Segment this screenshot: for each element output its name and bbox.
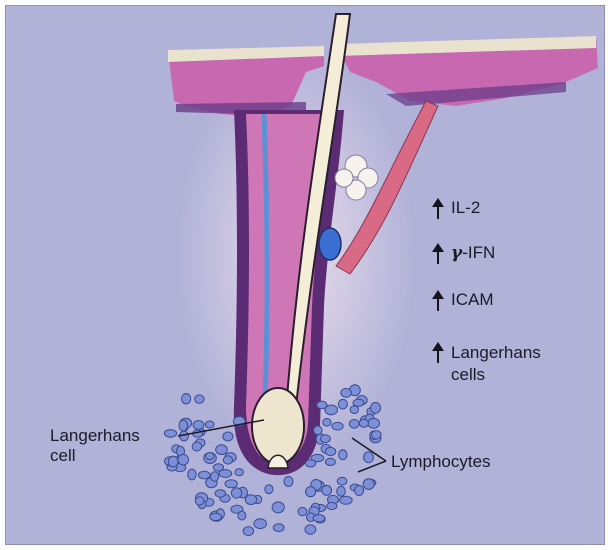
lymphocyte	[210, 513, 222, 520]
lymphocyte	[355, 486, 364, 496]
lymphocyte	[317, 401, 327, 408]
lymphocyte	[350, 406, 358, 414]
diagram-frame: IL-2 γ-IFN ICAM Langerhans cells Langerh…	[5, 5, 605, 545]
marker-label: Langerhans cells	[451, 342, 541, 386]
marker-label: γ-IFN	[451, 243, 495, 263]
lymphocyte	[188, 469, 196, 480]
langerhans-cell-label: Langerhans cell	[50, 426, 140, 466]
lymphocyte	[314, 426, 323, 435]
lymphocyte	[164, 430, 176, 438]
up-arrow-icon	[432, 342, 444, 364]
up-arrow-icon	[432, 243, 444, 265]
lymphocyte	[363, 479, 374, 490]
lymphocyte	[323, 419, 331, 427]
lymphocyte	[305, 525, 316, 534]
langerhans-cell-upper	[319, 228, 341, 260]
lymphocyte	[235, 469, 243, 476]
lymphocyte	[211, 472, 219, 481]
lymphocyte	[272, 502, 284, 513]
lymphocytes-label: Lymphocytes	[391, 452, 491, 472]
lymphocyte	[243, 527, 253, 536]
epidermis-left	[168, 46, 324, 118]
epidermis-right	[336, 36, 598, 106]
lymphocyte	[273, 524, 284, 532]
lymphocyte	[245, 495, 256, 505]
lymphocyte	[195, 497, 203, 505]
lymphocyte	[339, 450, 347, 460]
lymphocyte	[179, 420, 187, 431]
lymphocyte	[337, 477, 347, 485]
lymphocyte	[195, 395, 204, 403]
lymphocyte	[313, 515, 325, 522]
gamma-symbol: γ	[451, 243, 462, 263]
lymphocyte	[364, 452, 374, 463]
lymphocyte	[213, 464, 223, 471]
lymphocyte	[372, 431, 382, 439]
lymphocyte	[349, 420, 359, 429]
lymphocyte	[321, 435, 331, 443]
lymphocyte	[327, 503, 337, 510]
lymphocyte	[254, 519, 267, 529]
lymphocyte	[332, 422, 343, 430]
lymphocyte	[192, 442, 201, 451]
up-arrow-icon	[432, 198, 444, 220]
lymphocyte	[198, 471, 210, 479]
lymphocyte	[306, 487, 316, 497]
lymphocyte	[298, 507, 307, 515]
lymphocytes-pointer-2	[358, 461, 386, 472]
lymphocyte	[223, 456, 232, 464]
marker-label-text: -IFN	[462, 243, 495, 262]
lymphocyte	[182, 394, 191, 404]
lymphocyte	[238, 511, 246, 520]
lymphocyte	[341, 389, 352, 398]
lymphocyte	[284, 477, 293, 487]
lymphocyte	[371, 403, 381, 414]
lymphocyte	[353, 399, 364, 406]
lymphocyte	[306, 460, 316, 467]
lymphocyte	[337, 486, 346, 496]
lymphocyte	[322, 485, 332, 495]
lymphocyte	[206, 453, 214, 460]
lymphocyte	[325, 447, 335, 455]
lymphocyte	[231, 488, 241, 498]
lymphocyte	[368, 418, 380, 428]
lymphocyte	[265, 485, 273, 494]
marker-label: ICAM	[451, 290, 494, 310]
up-arrow-icon	[432, 290, 444, 312]
lymphocyte	[359, 419, 368, 427]
lymphocyte	[168, 456, 178, 467]
lymphocyte	[178, 454, 189, 465]
lymphocyte	[340, 496, 353, 504]
lymphocyte	[225, 480, 237, 488]
lymphocyte	[215, 490, 225, 497]
lymphocyte	[193, 421, 204, 430]
lymphocyte	[216, 445, 228, 455]
lymphocyte	[338, 399, 347, 409]
lymphocyte	[223, 432, 233, 441]
lymphocyte	[325, 458, 335, 465]
hair-bulb	[252, 388, 304, 464]
marker-label: IL-2	[451, 198, 480, 218]
lymphocyte	[205, 421, 214, 428]
